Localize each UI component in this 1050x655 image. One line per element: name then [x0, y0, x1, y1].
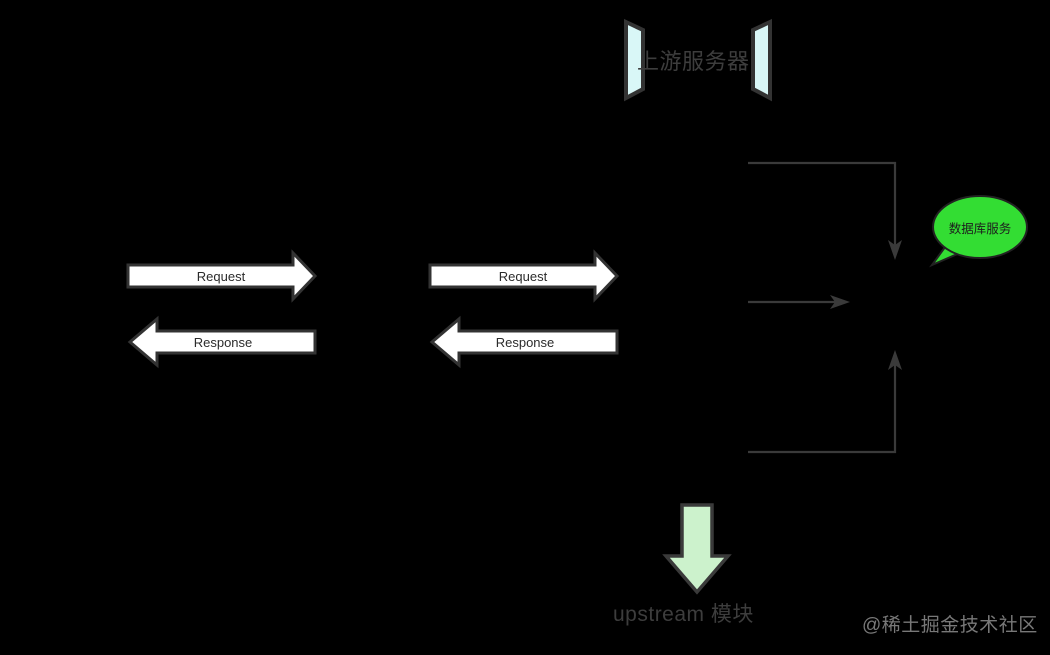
connector-bottom-elbow-arrowhead	[888, 350, 902, 370]
upstream-module-arrow	[662, 503, 732, 595]
connector-middle-arrowhead	[830, 295, 850, 309]
request-arrow-right	[428, 249, 620, 303]
upstream-server-left-bracket	[624, 18, 645, 102]
upstream-server-node	[624, 18, 772, 102]
response-arrow-left	[127, 315, 317, 369]
connector-middle-line	[748, 295, 850, 309]
request-arrow-left	[126, 249, 318, 303]
database-service-bubble	[932, 195, 1028, 259]
response-arrow-right	[429, 315, 619, 369]
connector-bottom-elbow	[748, 350, 902, 454]
upstream-server-right-bracket	[751, 18, 772, 102]
database-service-node	[929, 195, 1028, 268]
connector-top-elbow	[748, 161, 902, 260]
connector-top-elbow-arrowhead	[888, 240, 902, 260]
